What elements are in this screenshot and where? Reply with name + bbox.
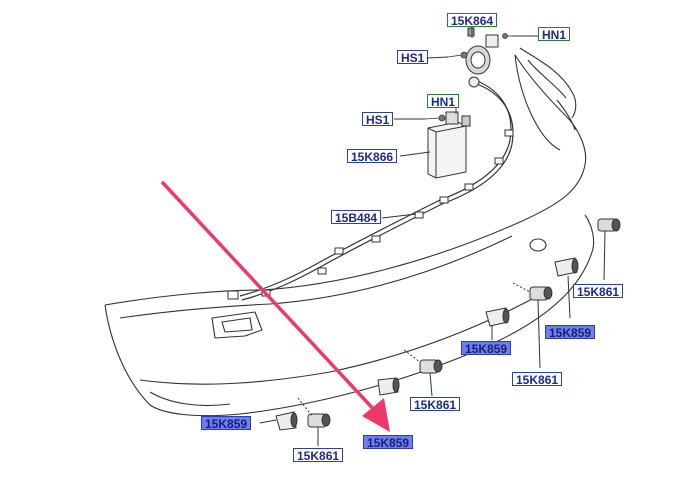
screws (424, 33, 512, 122)
bracket-l2 (275, 411, 298, 431)
bumper-cover (104, 47, 595, 417)
label-15k861-middle[interactable]: 15K861 (512, 372, 563, 387)
label-15k859-arrow-target[interactable]: 15K859 (363, 435, 414, 450)
sensor-m1 (512, 282, 553, 369)
leader-lines (259, 27, 538, 424)
bracket-m1 (485, 307, 510, 340)
bracket-l1 (377, 377, 400, 396)
label-15k859-left[interactable]: 15K859 (201, 416, 252, 431)
label-15b484[interactable]: 15B484 (331, 210, 382, 225)
label-15k864[interactable]: 15K864 (447, 13, 498, 28)
parking-aid-module (427, 111, 471, 179)
label-hs1-mid[interactable]: HS1 (362, 112, 394, 127)
label-15k861-left[interactable]: 15K861 (293, 448, 344, 463)
label-15k859-middle[interactable]: 15K859 (461, 341, 512, 356)
label-hn1-mid[interactable]: HN1 (427, 94, 460, 109)
label-15k861-right[interactable]: 15K861 (573, 284, 624, 299)
label-15k859-right[interactable]: 15K859 (545, 325, 596, 340)
label-hs1-top[interactable]: HS1 (397, 50, 429, 65)
sensor-r1 (597, 218, 621, 281)
label-15k861-center[interactable]: 15K861 (410, 397, 461, 412)
bracket-r1 (554, 257, 579, 319)
label-hn1-top[interactable]: HN1 (538, 27, 571, 42)
pointer-arrow (161, 181, 390, 432)
harness-clips (227, 129, 514, 300)
sensor-l1 (297, 397, 331, 446)
horn-assembly (465, 27, 499, 88)
label-15k866[interactable]: 15K866 (347, 149, 398, 164)
sensor-m2 (403, 349, 443, 397)
sensor-components (275, 218, 621, 446)
